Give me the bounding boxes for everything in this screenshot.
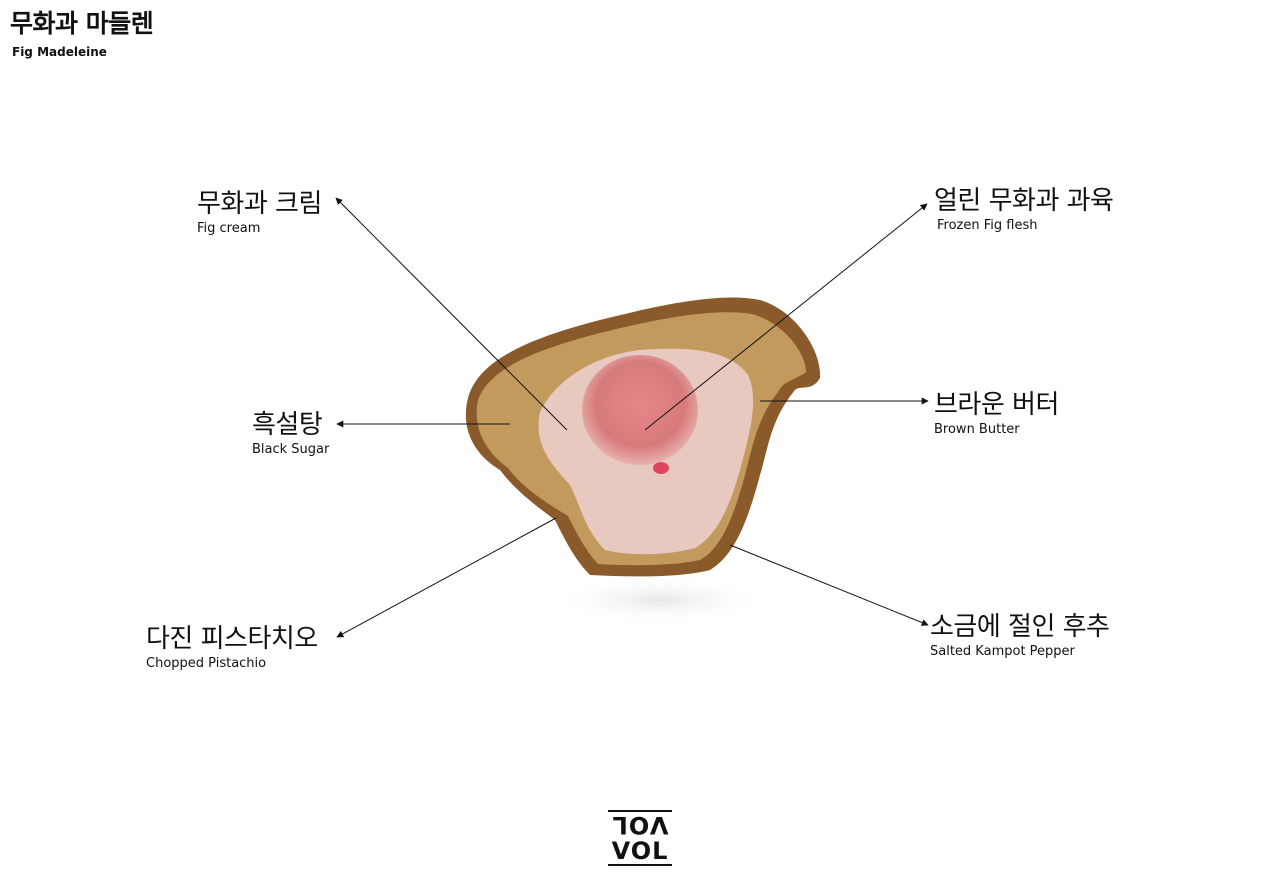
brand-logo: VOL VOL — [608, 810, 672, 872]
label-en: Fig cream — [197, 221, 261, 236]
label-black-sugar: 흑설탕 Black Sugar — [252, 410, 329, 458]
page-title: 무화과 마들렌 — [10, 9, 154, 38]
label-pepper: 소금에 절인 후추 Salted Kampot Pepper — [930, 612, 1110, 660]
label-en: Black Sugar — [252, 442, 330, 457]
label-frozen-fig: 얼린 무화과 과육 Frozen Fig flesh — [934, 186, 1114, 234]
label-ko: 소금에 절인 후추 — [930, 612, 1110, 642]
label-ko: 얼린 무화과 과육 — [934, 186, 1114, 216]
label-en: Salted Kampot Pepper — [930, 644, 1075, 659]
label-en: Frozen Fig flesh — [937, 218, 1038, 233]
cake-shadow — [550, 575, 770, 625]
label-en: Brown Butter — [934, 422, 1020, 437]
fig-seed — [653, 462, 669, 474]
page-subtitle: Fig Madeleine — [12, 45, 107, 59]
label-ko: 무화과 크림 — [197, 189, 322, 219]
pointer-pepper — [729, 544, 929, 626]
pointer-fig-cream — [335, 197, 568, 431]
logo-mirror-text: VOL — [608, 810, 672, 839]
label-fig-cream: 무화과 크림 Fig cream — [197, 189, 322, 237]
label-ko: 브라운 버터 — [934, 390, 1059, 420]
label-brown-butter: 브라운 버터 Brown Butter — [934, 390, 1059, 438]
frozen-fig-flesh — [582, 355, 698, 465]
label-ko: 흑설탕 — [252, 410, 323, 440]
pointer-pistachio — [336, 517, 557, 638]
label-ko: 다진 피스타치오 — [146, 624, 318, 654]
pointer-frozen-fig — [644, 203, 928, 431]
label-en: Chopped Pistachio — [146, 656, 267, 671]
logo-text: VOL — [608, 838, 672, 866]
label-pistachio: 다진 피스타치오 Chopped Pistachio — [146, 624, 318, 672]
